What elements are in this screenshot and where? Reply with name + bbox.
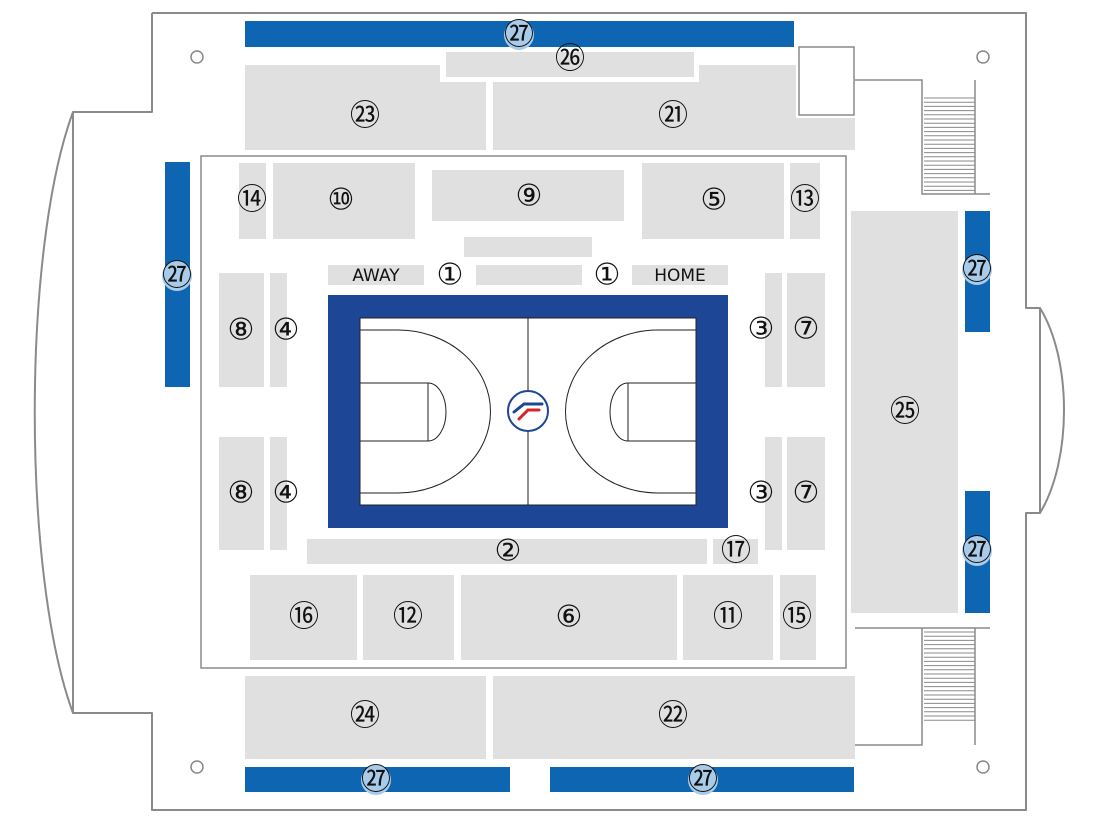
- section-number-s14: ⑭: [237, 183, 267, 218]
- section-number-s27-bottom-right: ㉗: [688, 763, 718, 798]
- basketball-court: [328, 295, 728, 528]
- section-number-s22: ㉒: [658, 699, 688, 734]
- section-number-s27-right-lower: ㉗: [962, 534, 992, 569]
- seat-block-15[interactable]: [780, 575, 816, 660]
- seat-block-7a[interactable]: [787, 273, 825, 387]
- section-number-s23: ㉓: [350, 99, 380, 134]
- section-number-s24: ㉔: [350, 699, 380, 734]
- seat-block-23[interactable]: [245, 65, 486, 150]
- bench-home[interactable]: [632, 265, 728, 285]
- upper-tier-badge: [962, 255, 992, 285]
- section-number-s27-left: ㉗: [162, 259, 192, 294]
- pillar-icon: [976, 50, 990, 64]
- section-number-s12: ⑫: [393, 600, 423, 635]
- upper-tier-badge: [688, 765, 718, 795]
- arena-floor-outline: [200, 155, 847, 669]
- pillar-icon: [976, 760, 990, 774]
- seat-block-5[interactable]: [642, 163, 784, 239]
- section-number-s1-home: ①: [594, 258, 621, 293]
- section-number-s3-a: ③: [748, 312, 775, 347]
- section-number-s8-b: ⑧: [228, 476, 255, 511]
- upper-tier-badge: [361, 765, 391, 795]
- upper-tier-badge: [162, 261, 192, 291]
- stair-steps-icon: [924, 631, 975, 721]
- section-number-s9: ⑨: [516, 179, 543, 214]
- seat-block-11[interactable]: [683, 575, 773, 660]
- seat-block-6[interactable]: [461, 575, 677, 660]
- seat-block-4a[interactable]: [270, 273, 287, 387]
- seat-block-8a[interactable]: [219, 273, 264, 387]
- section-number-s16: ⑯: [289, 600, 319, 635]
- pillar-icon: [190, 760, 204, 774]
- seat-block-9[interactable]: [432, 170, 624, 221]
- seat-block-3a[interactable]: [765, 273, 782, 387]
- section-number-s4-b: ④: [273, 476, 300, 511]
- section-number-s21: ㉑: [658, 99, 688, 134]
- seat-block-14[interactable]: [239, 163, 266, 239]
- seat-block-22[interactable]: [493, 676, 855, 759]
- section-number-s5: ⑤: [701, 183, 728, 218]
- seat-block-8b[interactable]: [219, 437, 264, 550]
- section-number-s15: ⑮: [782, 600, 812, 635]
- left-curved-wall: [33, 111, 74, 714]
- seat-block-16[interactable]: [250, 575, 357, 660]
- stair-steps-icon: [924, 97, 975, 191]
- section-number-s13: ⑬: [790, 183, 820, 218]
- section-number-s7-a: ⑦: [793, 312, 820, 347]
- seat-block-10[interactable]: [273, 163, 415, 239]
- seat-block-4b[interactable]: [270, 437, 287, 550]
- section-number-s17: ⑰: [721, 534, 751, 569]
- right-curved-wall: [1039, 307, 1065, 514]
- seat-block-13[interactable]: [790, 163, 820, 239]
- seat-block-2[interactable]: [307, 539, 707, 564]
- seat-block-25[interactable]: [851, 211, 958, 613]
- section-number-s10: ⑩: [328, 183, 355, 218]
- inner-seating: [219, 163, 825, 660]
- section-number-s6: ⑥: [556, 600, 583, 635]
- section-number-s4-a: ④: [273, 313, 300, 348]
- seat-block-17[interactable]: [713, 539, 758, 564]
- seat-block-3b[interactable]: [765, 437, 782, 550]
- section-number-s8-a: ⑧: [228, 313, 255, 348]
- center-logo-icon: [507, 390, 549, 432]
- seat-block-12[interactable]: [363, 575, 454, 660]
- seat-block-21[interactable]: [493, 65, 855, 150]
- seat-block-26[interactable]: [446, 52, 694, 77]
- away-label: AWAY: [352, 266, 400, 286]
- section-number-s3-b: ③: [748, 476, 775, 511]
- officials-table[interactable]: [464, 237, 592, 257]
- section-number-s26: ㉖: [555, 42, 585, 77]
- stairs-top-right: [798, 46, 990, 195]
- section-number-s1-away: ①: [437, 258, 464, 293]
- section-number-s11: ⑪: [713, 600, 743, 635]
- section-number-s27-right-upper: ㉗: [962, 253, 992, 288]
- section-number-s27-top: ㉗: [504, 18, 534, 53]
- upper-tier-badge: [962, 536, 992, 566]
- section-number-s27-bottom-left: ㉗: [361, 763, 391, 798]
- seat-block-7b[interactable]: [787, 437, 825, 550]
- home-label: HOME: [654, 266, 706, 286]
- section-number-s2: ②: [495, 534, 522, 569]
- bench-away[interactable]: [328, 265, 424, 285]
- upper-tier-badge: [504, 20, 534, 50]
- pillar-icon: [190, 50, 204, 64]
- outer-seating: [245, 52, 958, 759]
- seat-block-24[interactable]: [245, 676, 486, 759]
- bench-center[interactable]: [476, 265, 582, 285]
- section-number-s7-b: ⑦: [793, 476, 820, 511]
- section-number-s25: ㉕: [890, 395, 920, 430]
